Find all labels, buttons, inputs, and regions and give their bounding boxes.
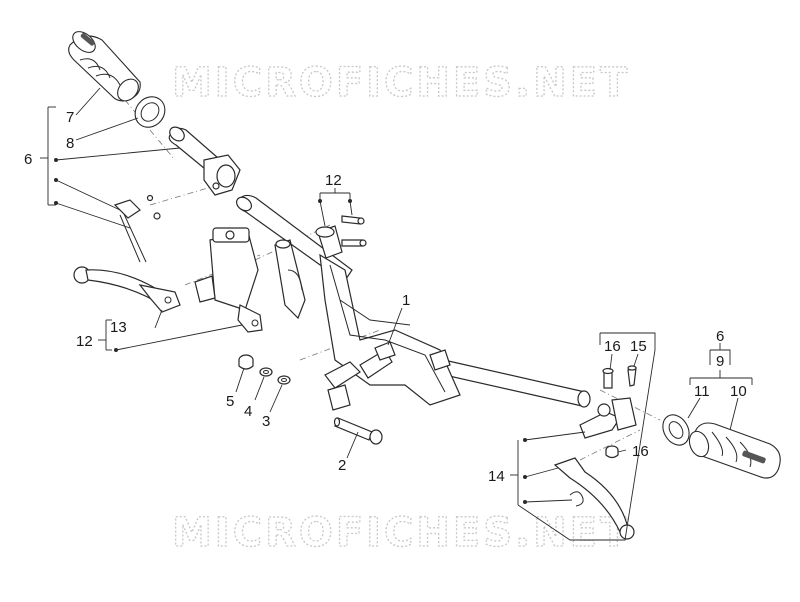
callout-11: 11	[694, 383, 710, 400]
watermark-bottom: MICROFICHES.NET	[172, 510, 630, 556]
ring-part-8	[134, 96, 166, 128]
callout-10: 10	[730, 383, 747, 400]
washer-part-4	[259, 367, 273, 377]
callout-1: 1	[402, 292, 410, 309]
callout-16-right: 16	[632, 443, 649, 460]
left-grip-part-7	[68, 31, 141, 102]
callout-4: 4	[244, 403, 252, 420]
throttle-assembly-part-6	[113, 126, 241, 263]
nut-part-16-right	[605, 445, 619, 459]
watermark-top: MICROFICHES.NET	[172, 60, 630, 106]
screw-part-16-top	[602, 367, 614, 389]
callout-7: 7	[66, 109, 74, 126]
washer-part-3	[277, 375, 291, 385]
callout-16-top: 16	[604, 338, 621, 355]
callout-13: 13	[110, 319, 127, 336]
callout-2: 2	[338, 457, 346, 474]
callout-6-right: 6	[716, 328, 724, 345]
callout-5: 5	[226, 393, 234, 410]
callout-labels: 1 2 3 4 5 6 7 8 12 12 13 14 15 16 16 6 9…	[24, 109, 747, 485]
clamp-part-12	[315, 215, 367, 259]
leader-lines	[40, 87, 753, 541]
left-brake-lever-part-13	[73, 266, 181, 313]
right-grip-part-10	[688, 422, 781, 479]
nut-part-5	[238, 354, 254, 370]
callout-12-top: 12	[325, 172, 342, 189]
callout-12-left: 12	[76, 333, 93, 350]
right-ring-part-11	[662, 414, 690, 446]
callout-15: 15	[630, 338, 647, 355]
callout-6-left: 6	[24, 151, 32, 168]
master-cylinder-part-12	[194, 227, 263, 333]
right-lever-assembly-part-14	[553, 397, 637, 540]
callout-9: 9	[716, 353, 724, 370]
handlebar-frame-part-1	[235, 194, 591, 411]
callout-14: 14	[488, 468, 505, 485]
callout-8: 8	[66, 135, 74, 152]
screw-part-15	[627, 365, 637, 387]
bolt-part-2	[333, 417, 383, 445]
callout-3: 3	[262, 413, 270, 430]
